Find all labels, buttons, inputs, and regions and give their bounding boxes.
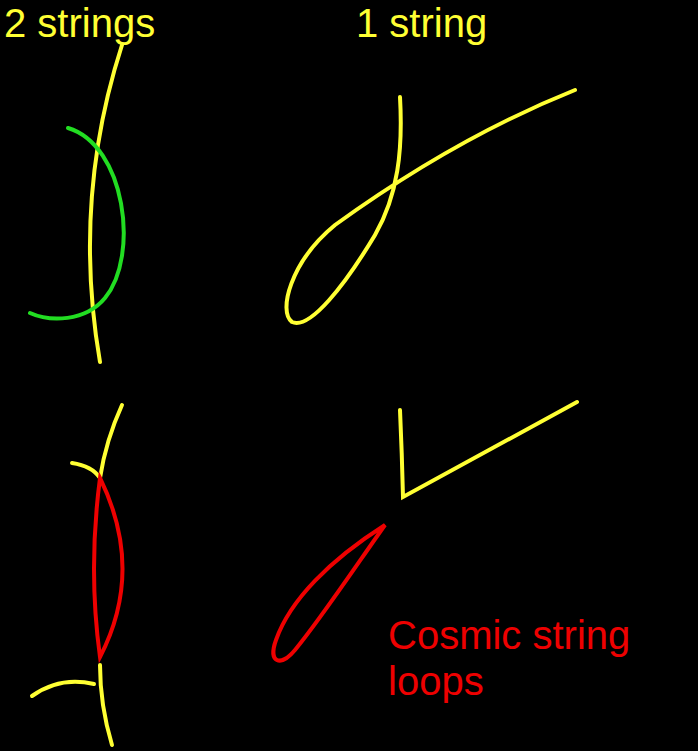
panel-heading: 1 string bbox=[356, 0, 656, 46]
annotation: Cosmic string loops bbox=[388, 612, 678, 704]
yellow-string bbox=[286, 90, 575, 323]
loop bbox=[273, 525, 385, 661]
green-string bbox=[30, 128, 124, 319]
yellow-string bbox=[90, 45, 122, 362]
loop bbox=[94, 478, 123, 657]
yellow-string bbox=[32, 682, 94, 696]
yellow-string bbox=[400, 402, 577, 497]
yellow-string bbox=[72, 463, 100, 478]
panel-heading: 2 strings bbox=[4, 0, 304, 46]
yellow-string bbox=[100, 665, 112, 745]
yellow-string bbox=[100, 405, 122, 478]
